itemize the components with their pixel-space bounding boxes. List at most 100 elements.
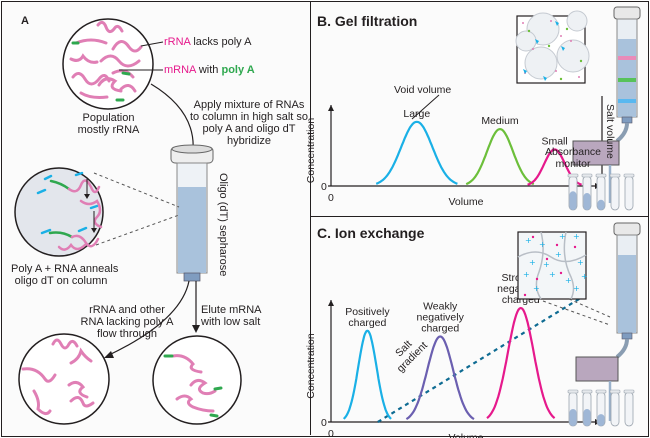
mrna-callout: mRNA with poly A bbox=[164, 64, 255, 76]
peak-label: Medium bbox=[481, 115, 519, 127]
chart-c-series bbox=[342, 306, 556, 421]
collection-tubes-c bbox=[567, 389, 635, 427]
eluted-mrna-circle bbox=[152, 335, 242, 425]
apply-caption-line: poly A and oligo dT bbox=[202, 123, 296, 135]
anneal-caption-line: oligo dT on column bbox=[14, 275, 108, 287]
positive-charge-icon: + bbox=[533, 284, 540, 293]
absorbance-label-line: Absorbance bbox=[544, 146, 602, 158]
peak-label: charged bbox=[348, 317, 386, 329]
flow-through-circle bbox=[18, 333, 110, 425]
rrna-callout-rest: lacks poly A bbox=[190, 36, 252, 48]
peak-label: Positively bbox=[345, 306, 390, 318]
panel-a-label: A bbox=[21, 15, 29, 27]
rrna-leader-line bbox=[140, 41, 164, 47]
series-peak-medium bbox=[465, 127, 535, 186]
ion-column-apparatus bbox=[575, 222, 641, 421]
peak-label: negatively bbox=[417, 312, 465, 324]
resin-zoom-lines bbox=[542, 298, 611, 326]
apply-caption: Apply mixture of RNAs to column in high … bbox=[189, 99, 309, 147]
positive-charge-icon: + bbox=[565, 276, 572, 285]
panel-b-title: B. Gel filtration bbox=[317, 13, 418, 29]
elute-caption-line: with low salt bbox=[201, 316, 261, 328]
salt-gradient-line bbox=[377, 295, 584, 423]
x-tick-label: 0 bbox=[328, 192, 334, 204]
series-peak-large bbox=[375, 120, 458, 185]
population-caption: Population mostly rRNA bbox=[71, 112, 146, 136]
chart-c-labels: PositivelychargedWeaklynegativelycharged… bbox=[345, 272, 545, 335]
tube-rim bbox=[609, 173, 621, 178]
y-axis-arrowhead bbox=[328, 300, 334, 306]
positive-charge-icon: + bbox=[577, 258, 584, 267]
tube-rim bbox=[581, 173, 593, 178]
peak-label: Weakly bbox=[423, 301, 458, 313]
apply-caption-line: Apply mixture of RNAs bbox=[193, 99, 305, 111]
chart-c-salt-gradient bbox=[377, 295, 584, 423]
elute-caption-line: Elute mRNA bbox=[201, 304, 262, 316]
x-axis-label: Volume bbox=[448, 196, 483, 208]
x-tick-label: 0 bbox=[328, 428, 334, 438]
polya-term: poly A bbox=[221, 64, 255, 76]
collection-tubes-b bbox=[567, 173, 635, 211]
rrna-callout: rRNA lacks poly A bbox=[164, 36, 251, 48]
void-volume-label: Void volume bbox=[394, 84, 452, 96]
flow-through-caption: rRNA and other RNA lacking poly A flow t… bbox=[77, 304, 177, 340]
gel-bead-inset bbox=[515, 10, 590, 84]
y-tick-label: 0 bbox=[321, 417, 327, 429]
positive-charge-icon: + bbox=[581, 272, 588, 281]
void-volume-leader bbox=[411, 94, 440, 120]
population-circle bbox=[62, 18, 154, 110]
collection-tube bbox=[610, 391, 620, 427]
peak-label: Small bbox=[541, 136, 567, 148]
panel-a-poly-a-selection: A bbox=[1, 1, 311, 435]
collection-tube bbox=[624, 175, 634, 211]
x-axis-label: Volume bbox=[448, 432, 483, 438]
column-label: Oligo (dT) sepharose bbox=[217, 173, 229, 277]
tube-fill bbox=[583, 409, 591, 426]
apply-caption-line: hybridize bbox=[226, 135, 272, 147]
tube-rim bbox=[567, 173, 579, 178]
rrna-term: rRNA bbox=[164, 36, 191, 48]
peak-label: charged bbox=[421, 323, 459, 335]
tube-fill bbox=[569, 191, 577, 210]
oligo-dt-column bbox=[170, 144, 214, 282]
series-peak-positively-charged bbox=[342, 329, 392, 420]
anneal-caption: Poly A + RNA anneals oligo dT on column bbox=[11, 263, 118, 287]
panel-c-title: C. Ion exchange bbox=[317, 225, 425, 241]
tube-fill bbox=[569, 409, 577, 426]
gel-column-apparatus bbox=[572, 6, 641, 203]
tube-fill bbox=[597, 199, 605, 210]
absorbance-monitor-label: Absorbance monitor bbox=[533, 146, 613, 170]
rrna-strands bbox=[69, 20, 143, 99]
tube-rim bbox=[623, 173, 635, 178]
positive-charge-icon: + bbox=[573, 232, 580, 241]
collection-tube bbox=[624, 391, 634, 427]
panel-a-illustration bbox=[14, 18, 242, 425]
positive-charge-icon: + bbox=[525, 236, 532, 245]
flow-through-arrow bbox=[106, 280, 190, 357]
positive-charge-icon: + bbox=[543, 260, 550, 269]
polya-tails bbox=[71, 41, 131, 102]
tube-rim bbox=[595, 389, 607, 394]
zoom-dashed-lines bbox=[93, 172, 180, 246]
collection-tube bbox=[610, 175, 620, 211]
elute-arrowhead bbox=[192, 325, 200, 333]
series-peak-strongly-negatively-charged bbox=[486, 306, 556, 419]
positive-charge-icon: + bbox=[573, 284, 580, 293]
tube-fill bbox=[597, 414, 605, 426]
flow-caption-line: RNA lacking poly A bbox=[80, 316, 174, 328]
mrna-term: mRNA bbox=[164, 64, 196, 76]
tube-rim bbox=[623, 389, 635, 394]
tube-rim bbox=[581, 389, 593, 394]
population-caption-line: Population bbox=[82, 112, 135, 124]
tube-rim bbox=[567, 389, 579, 394]
population-caption-line: mostly rRNA bbox=[77, 124, 140, 136]
absorbance-label-line: monitor bbox=[555, 158, 591, 170]
positive-charge-icon: + bbox=[555, 250, 562, 259]
positive-charge-icon: + bbox=[559, 232, 566, 241]
